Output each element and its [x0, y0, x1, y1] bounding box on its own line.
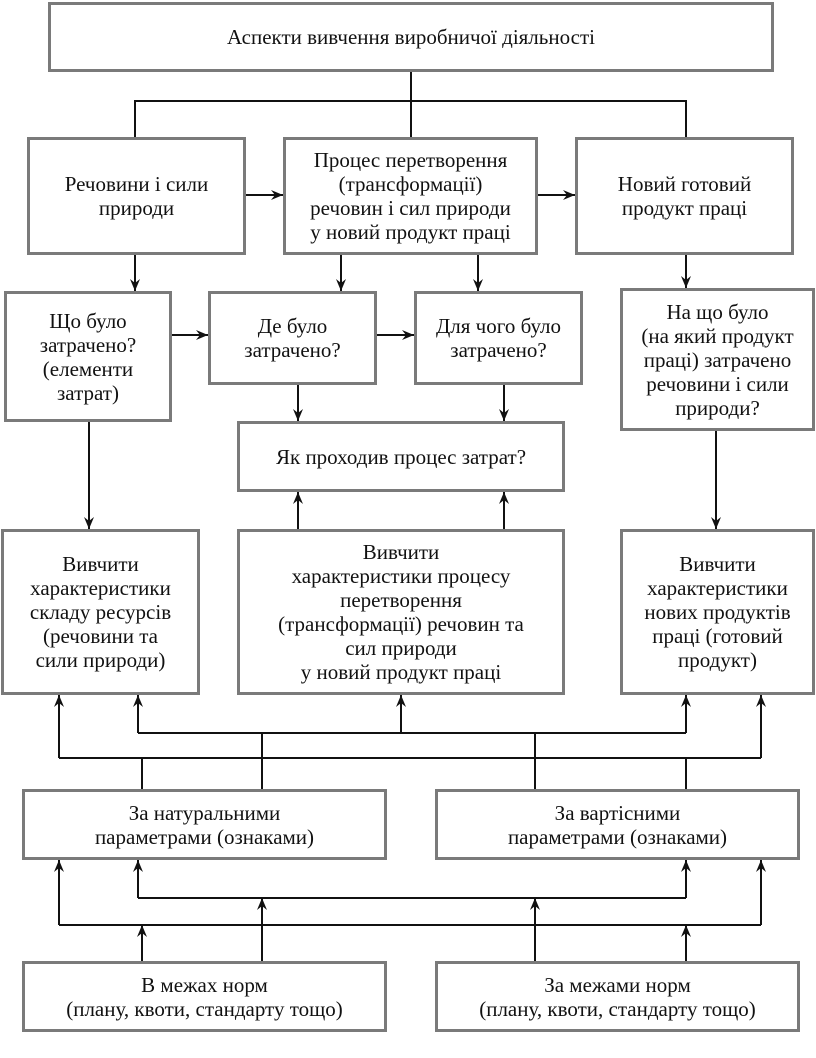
on-what-text: На що було (на який продукт праці) затра… — [641, 299, 794, 420]
within-norms-box: В межах норм (плану, квоти, стандарту то… — [22, 961, 387, 1032]
cost-params-box: За вартісними параметрами (ознаками) — [435, 789, 800, 860]
substances-box: Речовини і сили природи — [27, 137, 246, 255]
natural-params-text: За натуральними параметрами (ознаками) — [94, 800, 315, 849]
arrowhead-up-icon — [681, 695, 691, 707]
arrowhead-down-icon — [711, 517, 721, 529]
study-transform-box: Вивчити характеристики процесу перетворе… — [237, 529, 565, 695]
title-box: Аспекти вивчення виробничої діяльності — [48, 2, 774, 72]
arrowhead-up-icon — [137, 925, 147, 937]
arrowhead-up-icon — [54, 860, 64, 872]
title-text: Аспекти вивчення виробничої діяльності — [227, 25, 595, 49]
beyond-norms-box: За межами норм (плану, квоти, стандарту … — [435, 961, 800, 1032]
title-branch — [134, 100, 687, 137]
arrowhead-up-icon — [756, 695, 766, 707]
process-text: Процес перетворення (трансформації) речо… — [310, 148, 511, 244]
study-new-products-text: Вивчити характеристики нових продуктів п… — [644, 552, 791, 672]
beyond-norms-text: За межами норм (плану, квоти, стандарту … — [479, 972, 756, 1021]
arrowhead-up-icon — [681, 925, 691, 937]
study-resources-box: Вивчити характеристики складу ресурсів (… — [1, 529, 200, 695]
study-transform-text: Вивчити характеристики процесу перетворе… — [278, 540, 524, 684]
arrowhead-up-icon — [530, 898, 540, 910]
what-spent-text: Що було затрачено? (елементи затрат) — [39, 308, 137, 405]
arrowhead-up-icon — [293, 492, 303, 504]
arrowhead-up-icon — [756, 860, 766, 872]
how-box: Як проходив процес затрат? — [237, 421, 565, 492]
arrowhead-up-icon — [54, 695, 64, 707]
arrowhead-right-icon — [402, 330, 414, 340]
arrowhead-up-icon — [133, 695, 143, 707]
new-product-box: Новий готовий продукт праці — [575, 137, 794, 255]
substances-text: Речовини і сили природи — [64, 172, 209, 220]
study-new-products-box: Вивчити характеристики нових продуктів п… — [620, 529, 815, 695]
arrowhead-up-icon — [133, 860, 143, 872]
process-box: Процес перетворення (трансформації) речо… — [283, 137, 538, 255]
arrowhead-down-icon — [499, 409, 509, 421]
what-for-text: Для чого було затрачено? — [435, 314, 562, 362]
arrowhead-down-icon — [336, 279, 346, 291]
study-resources-text: Вивчити характеристики складу ресурсів (… — [29, 552, 172, 672]
where-spent-text: Де було затрачено? — [244, 314, 341, 362]
arrowhead-up-icon — [681, 860, 691, 872]
what-spent-box: Що було затрачено? (елементи затрат) — [4, 291, 172, 422]
what-for-box: Для чого було затрачено? — [414, 291, 583, 385]
arrowhead-right-icon — [563, 190, 575, 200]
arrowhead-down-icon — [293, 409, 303, 421]
arrowhead-up-icon — [396, 695, 406, 707]
arrowhead-down-icon — [681, 276, 691, 288]
arrowhead-up-icon — [499, 492, 509, 504]
arrowhead-down-icon — [84, 517, 94, 529]
arrowhead-up-icon — [257, 898, 267, 910]
arrowhead-right-icon — [196, 330, 208, 340]
how-text: Як проходив процес затрат? — [275, 444, 527, 469]
arrowhead-right-icon — [271, 190, 283, 200]
natural-params-box: За натуральними параметрами (ознаками) — [22, 789, 387, 860]
within-norms-text: В межах норм (плану, квоти, стандарту то… — [66, 972, 343, 1021]
where-spent-box: Де було затрачено? — [208, 291, 377, 385]
on-what-box: На що було (на який продукт праці) затра… — [620, 288, 815, 431]
arrowhead-down-icon — [130, 279, 140, 291]
cost-params-text: За вартісними параметрами (ознаками) — [507, 800, 728, 849]
arrowhead-down-icon — [473, 279, 483, 291]
new-product-text: Новий готовий продукт праці — [617, 172, 752, 220]
